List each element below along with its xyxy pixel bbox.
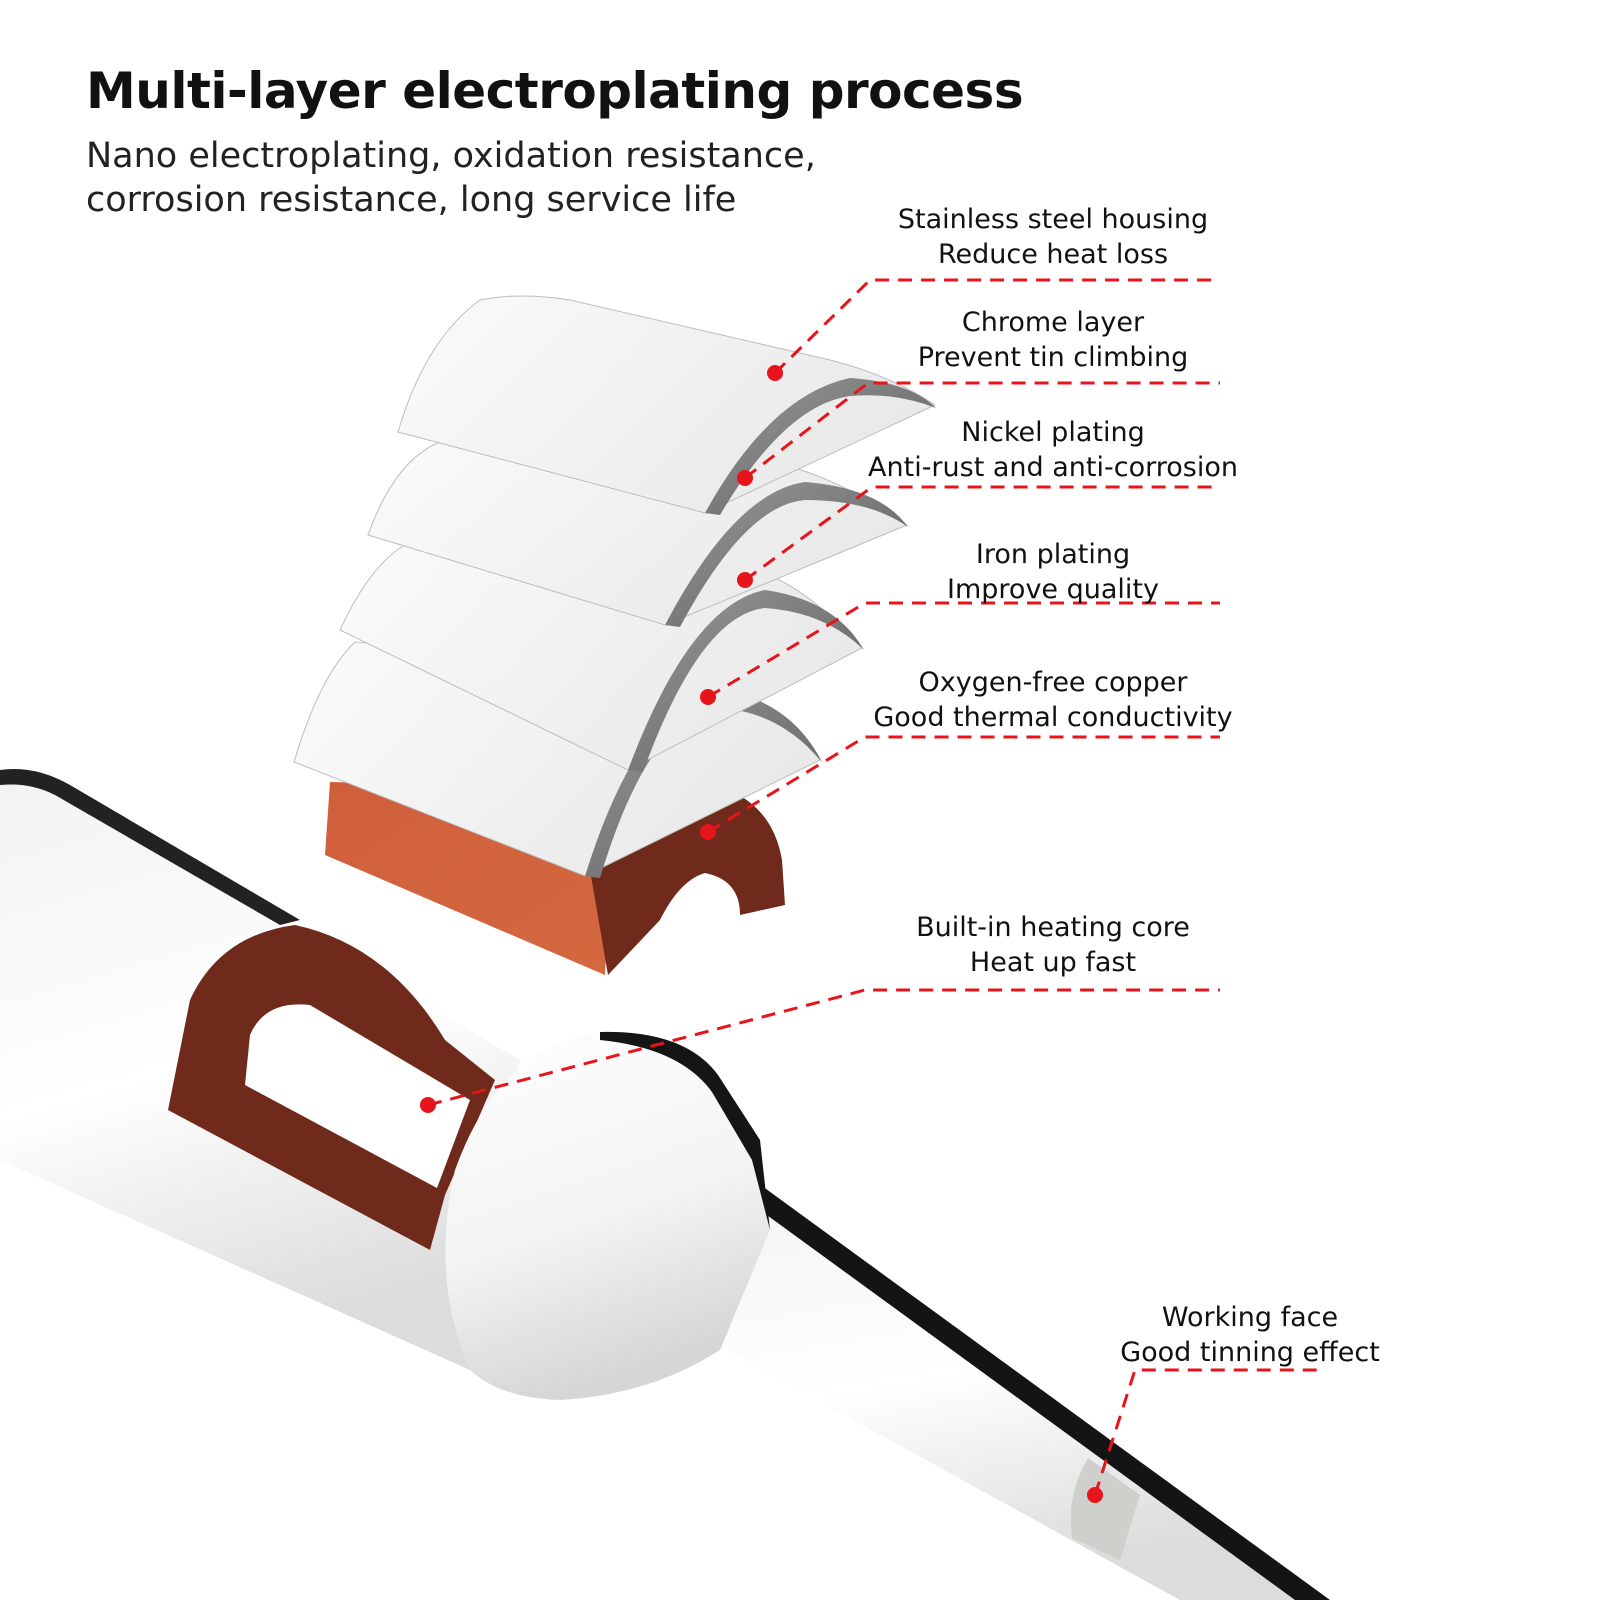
plating-layers: [293, 295, 937, 878]
dot-stainless: [767, 365, 783, 381]
label-benefit: Good thermal conductivity: [873, 702, 1233, 733]
label-benefit: Anti-rust and anti-corrosion: [868, 452, 1238, 483]
label-name: Chrome layer: [961, 307, 1145, 338]
heating-core-void: [245, 1004, 470, 1188]
label-benefit: Prevent tin climbing: [917, 342, 1189, 373]
leader-nickel: [744, 485, 1220, 582]
soldering-tip: [0, 769, 1330, 1600]
subtitle-line-1: Nano electroplating, oxidation resistanc…: [86, 136, 816, 176]
label-stainless-steel-housing: Stainless steel housing Reduce heat loss: [898, 202, 1208, 272]
dot-copper: [700, 824, 716, 840]
label-iron-plating: Iron plating Improve quality: [947, 537, 1159, 607]
tip-bulb: [445, 1031, 770, 1400]
leader-heating-core: [427, 988, 1220, 1107]
label-chrome-layer: Chrome layer Prevent tin climbing: [918, 305, 1189, 375]
leader-chrome: [744, 381, 1220, 480]
barrel-top-shadow: [0, 769, 300, 925]
leader-lines: [427, 278, 1320, 1496]
dot-working-face: [1087, 1487, 1103, 1503]
dot-chrome: [737, 470, 753, 486]
bulb-shadow: [600, 1031, 770, 1230]
label-name: Working face: [1161, 1302, 1339, 1333]
leader-iron: [707, 601, 1220, 699]
label-nickel-plating: Nickel plating Anti-rust and anti-corros…: [868, 415, 1238, 485]
leader-copper: [707, 735, 1220, 834]
label-benefit: Good tinning effect: [1120, 1337, 1380, 1368]
page-title: Multi-layer electroplating process: [86, 62, 1024, 120]
dot-heating-core: [420, 1097, 436, 1113]
subtitle-line-2: corrosion resistance, long service life: [86, 180, 737, 220]
label-benefit: Heat up fast: [969, 947, 1137, 978]
leader-dots: [420, 365, 1103, 1503]
label-name: Built-in heating core: [916, 912, 1190, 943]
label-heating-core: Built-in heating core Heat up fast: [916, 910, 1190, 980]
label-benefit: Improve quality: [947, 574, 1159, 605]
label-name: Stainless steel housing: [897, 204, 1209, 235]
label-name: Iron plating: [975, 539, 1131, 570]
label-oxygen-free-copper: Oxygen-free copper Good thermal conducti…: [873, 665, 1232, 735]
tip-cone-shadow: [740, 1170, 1330, 1600]
label-name: Nickel plating: [961, 417, 1145, 448]
dot-iron: [700, 689, 716, 705]
leader-working-face: [1093, 1368, 1320, 1496]
dot-nickel: [737, 572, 753, 588]
label-benefit: Reduce heat loss: [937, 239, 1169, 270]
label-name: Oxygen-free copper: [918, 667, 1188, 698]
page-subtitle: Nano electroplating, oxidation resistanc…: [86, 134, 816, 222]
label-working-face: Working face Good tinning effect: [1120, 1300, 1380, 1370]
working-face: [1070, 1458, 1140, 1560]
